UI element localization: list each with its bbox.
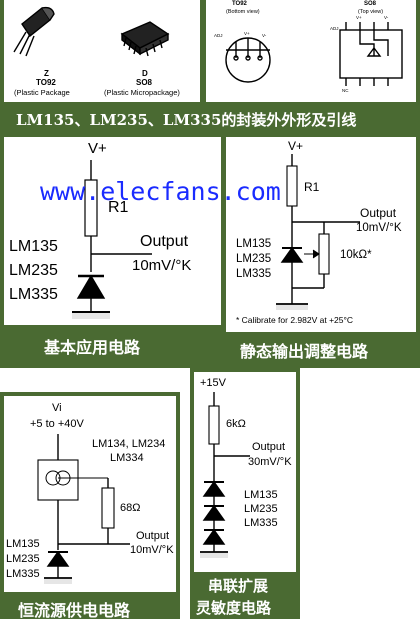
constcur-resistor-label: 68Ω [120, 502, 141, 514]
so8-pin-vminus: V- [384, 15, 389, 20]
constcur-scale-label: 10mV/°K [130, 544, 174, 556]
so8-pin-vplus: V+ [356, 15, 362, 20]
calib-pot-label: 10kΩ* [340, 249, 372, 261]
constcur-output-label: Output [136, 530, 170, 542]
series-scale-label: 30mV/°K [248, 456, 292, 468]
calib-note: * Calibrate for 2.982V at +25°C [236, 315, 354, 325]
calib-r1-label: R1 [304, 180, 320, 194]
watermark-text: www.elecfans.com [40, 177, 281, 206]
so8-desc: (Plastic Micropackage) [104, 88, 180, 97]
to92-desc: (Plastic Package [14, 88, 70, 97]
constcur-range-label: +5 to +40V [30, 418, 84, 430]
to92-package-icon [13, 6, 55, 57]
calib-part-3: LM335 [236, 268, 272, 280]
so8-letter: D [142, 69, 148, 78]
basic-scale-label: 10mV/°K [132, 257, 192, 274]
package-drawings [13, 6, 403, 86]
basic-vplus-label: V+ [88, 140, 107, 157]
basic-part-1: LM135 [9, 238, 58, 255]
basic-part-3: LM335 [9, 286, 58, 303]
series-supply-label: +15V [200, 377, 226, 389]
constcur-caption: 恒流源供电电路 [18, 601, 131, 620]
calib-caption: 静态输出调整电路 [240, 342, 369, 361]
constcur-part-1: LM135 [6, 538, 40, 550]
calib-output-label: Output [360, 206, 397, 220]
series-part-1: LM135 [244, 489, 278, 501]
basic-caption: 基本应用电路 [44, 338, 141, 357]
series-caption-line-2: 灵敏度电路 [196, 599, 272, 617]
package-drawing-right [206, 0, 416, 102]
constcur-circuit-bg [4, 396, 176, 592]
series-output-label: Output [252, 441, 286, 453]
series-part-2: LM235 [244, 503, 278, 515]
to92-letter: Z [44, 69, 49, 78]
constcur-src-part-1: LM134, LM234 [92, 438, 166, 450]
to92-bottom-view-drawing [225, 37, 271, 83]
so8-view-sub: (Top view) [358, 9, 384, 15]
so8-view-title: SO8 [364, 1, 377, 7]
series-caption-line-1: 串联扩展 [208, 577, 269, 595]
to92-view-title: TO92 [232, 1, 247, 7]
to92-pin-vminus: V- [262, 33, 267, 38]
package-caption: LM135、LM235、LM335的封装外外形及引线 [16, 111, 357, 129]
calib-part-1: LM135 [236, 238, 272, 250]
series-resistor-label: 6kΩ [226, 418, 246, 430]
basic-circuit-bg [4, 137, 221, 325]
constcur-vi-label: Vi [52, 402, 62, 414]
calib-vplus-label: V+ [288, 139, 304, 153]
basic-part-2: LM235 [9, 262, 58, 279]
constcur-part-3: LM335 [6, 568, 40, 580]
so8-name: SO8 [136, 78, 153, 87]
so8-top-view-drawing [339, 22, 403, 86]
constcur-src-part-2: LM334 [110, 452, 144, 464]
to92-pin-adj: ADJ [214, 33, 223, 38]
basic-output-label: Output [140, 233, 189, 250]
calib-part-2: LM235 [236, 253, 272, 265]
calib-scale-label: 10mV/°K [356, 222, 402, 234]
basic-r1-label: R1 [108, 199, 129, 216]
to92-name: TO92 [36, 78, 56, 87]
constcur-part-2: LM235 [6, 553, 40, 565]
so8-package-icon [120, 21, 170, 57]
so8-pin-nc: NC [342, 88, 349, 93]
series-part-3: LM335 [244, 517, 278, 529]
to92-pin-vplus: V+ [244, 31, 250, 36]
to92-view-sub: (Bottom view) [226, 9, 260, 15]
so8-pin-adj: ADJ [330, 26, 339, 31]
